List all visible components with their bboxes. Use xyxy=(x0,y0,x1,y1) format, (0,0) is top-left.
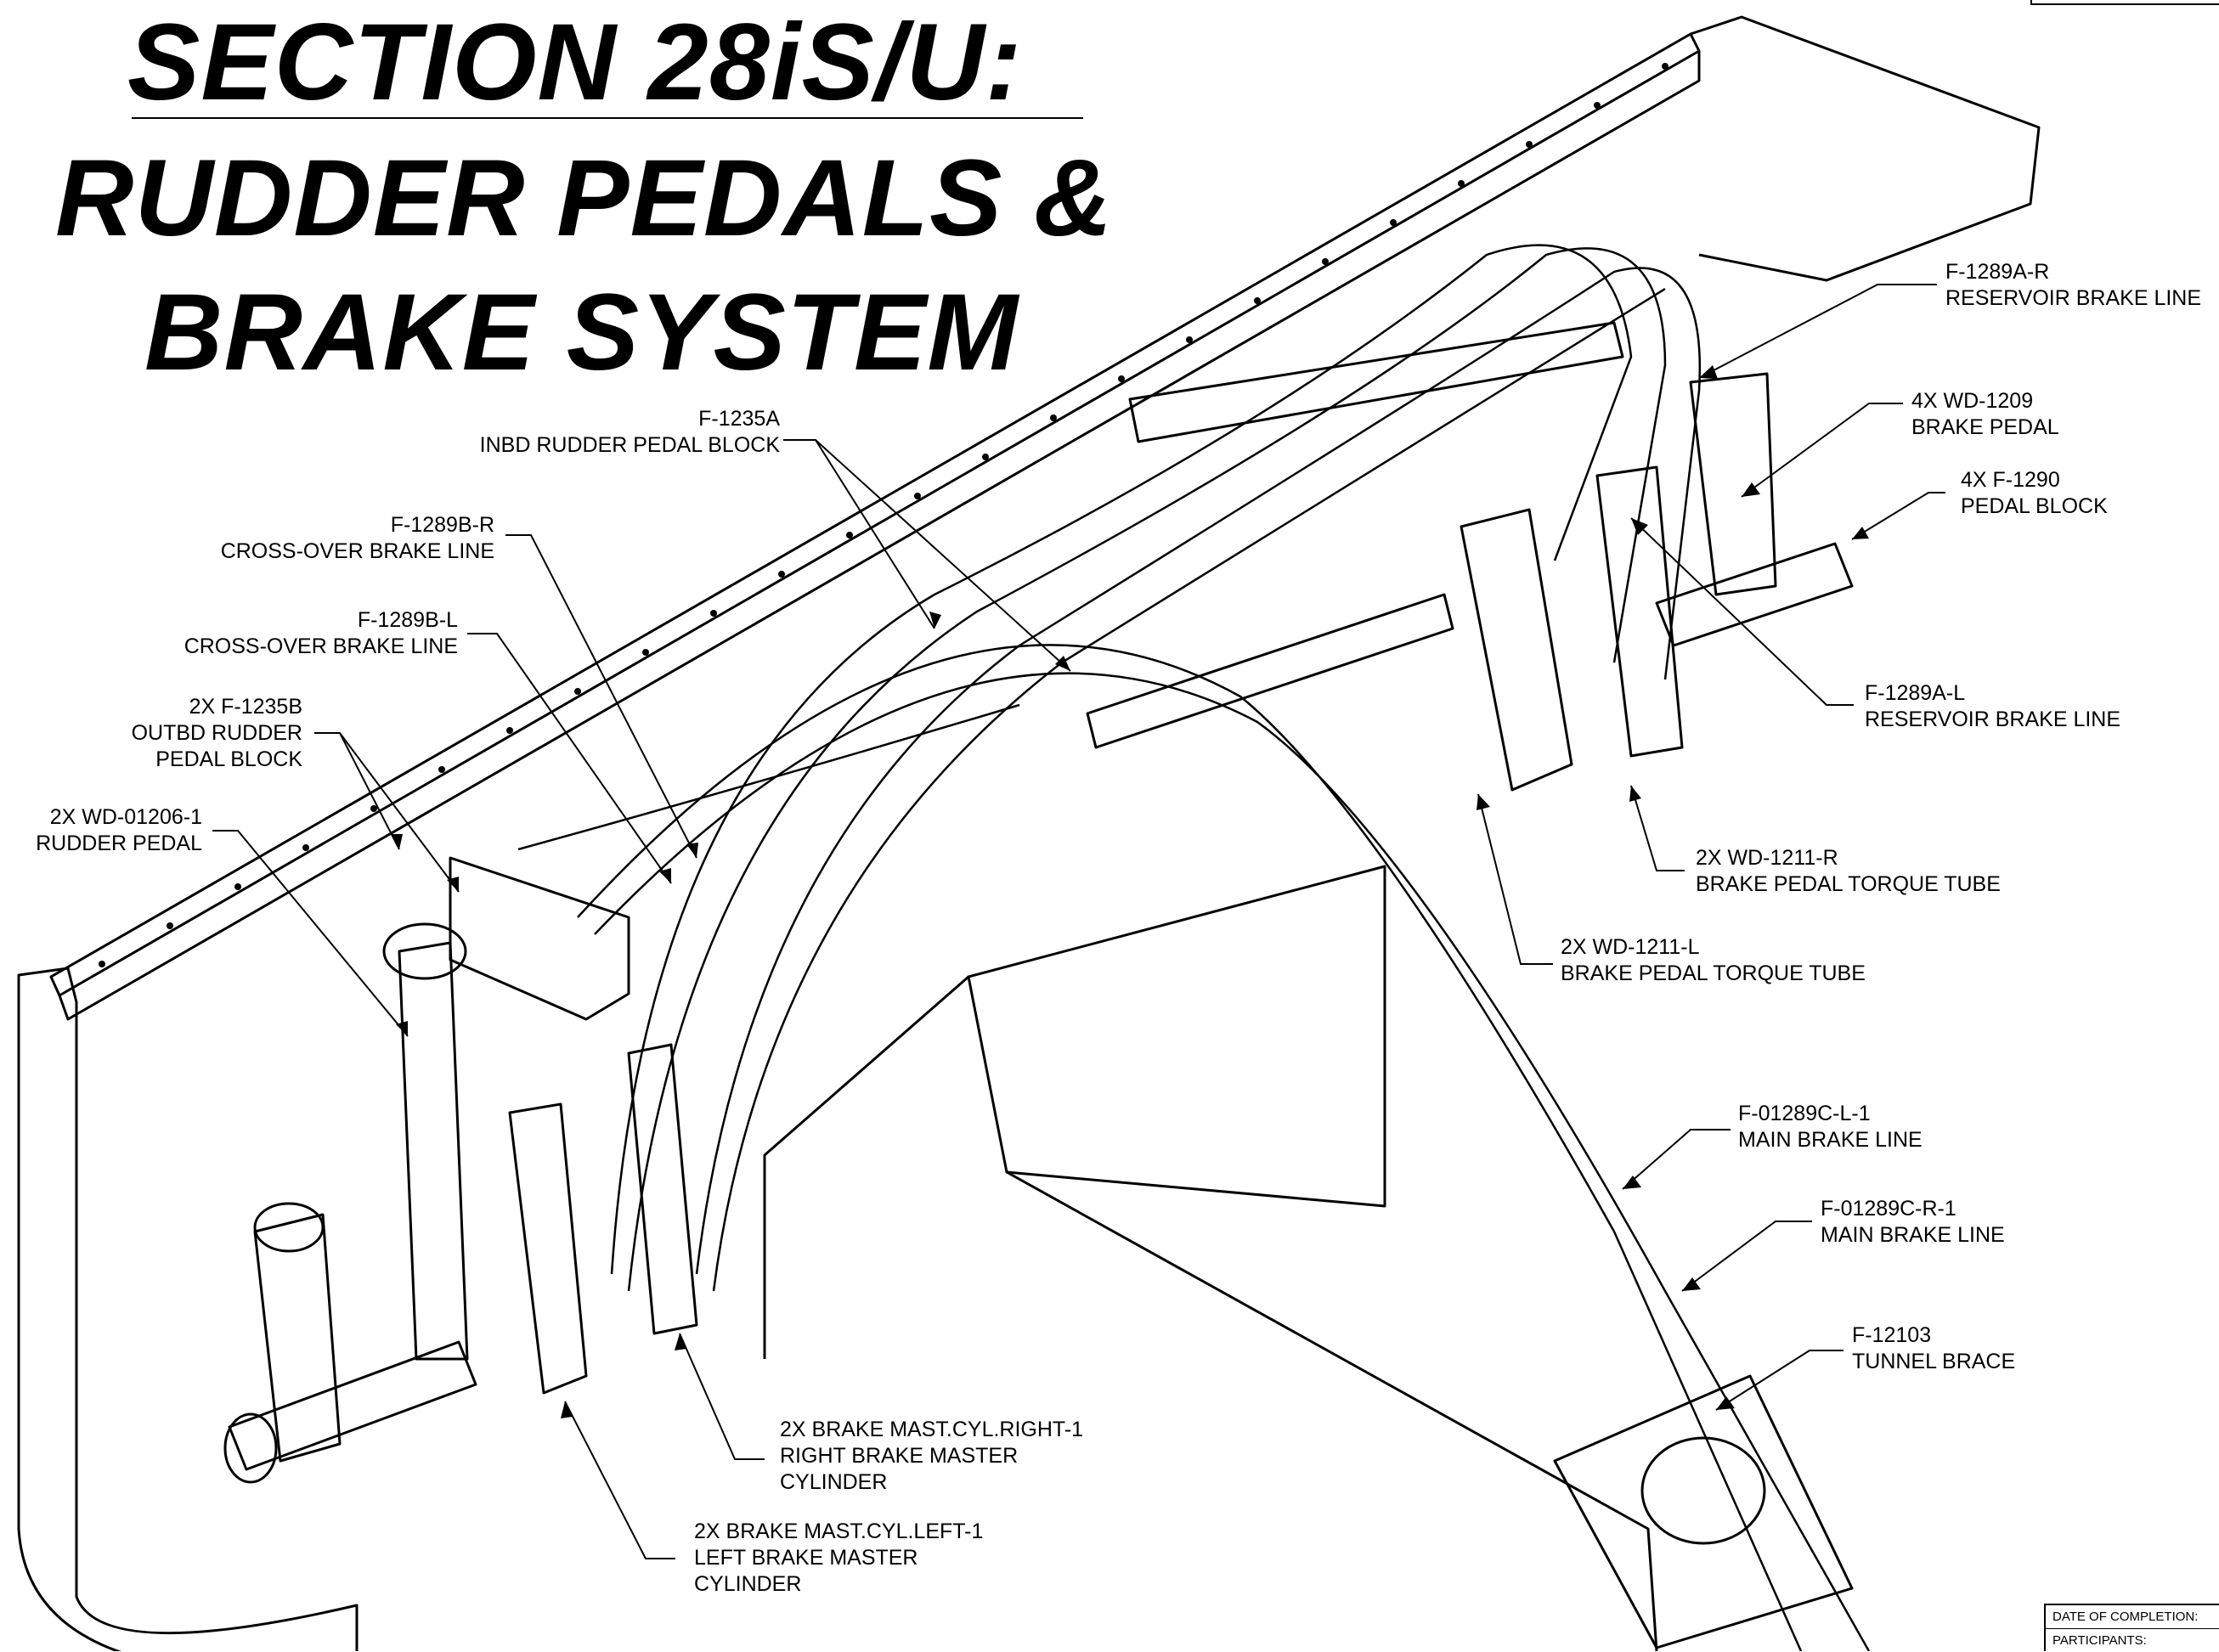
brake-line-d xyxy=(712,287,1666,1292)
callout-f1235a: F-1235A INBD RUDDER PEDAL BLOCK xyxy=(480,406,780,459)
callout-part-number: F-01289C-R-1 xyxy=(1821,1197,1956,1221)
rudder-pedal-left xyxy=(398,941,469,1361)
title-line-3: BRAKE SYSTEM xyxy=(144,272,1019,393)
title-rule xyxy=(132,117,1083,119)
callout-description: RIGHT BRAKE MASTER xyxy=(780,1444,1019,1468)
callout-part-number: 2X WD-01206-1 xyxy=(49,805,202,829)
master-cylinder-right xyxy=(627,1043,698,1335)
inbd-pedal-assembly xyxy=(1460,508,1573,792)
tunnel-side xyxy=(763,975,969,1359)
leader-f1289b-l xyxy=(467,633,672,884)
callout-wd1211-l: 2X WD-1211-L BRAKE PEDAL TORQUE TUBE xyxy=(1561,934,1866,987)
callout-description: RESERVOIR BRAKE LINE xyxy=(1865,708,2121,731)
callout-description: LEFT BRAKE MASTER xyxy=(694,1546,918,1570)
callout-part-number: F-1289A-R xyxy=(1945,260,2050,284)
callout-description: MAIN BRAKE LINE xyxy=(1738,1128,1923,1152)
tunnel-floor xyxy=(1006,1170,1658,1651)
callout-description: CROSS-OVER BRAKE LINE xyxy=(220,539,494,563)
tunnel-brace-hole xyxy=(1640,1436,1766,1545)
callout-wd1209: 4X WD-1209 BRAKE PEDAL xyxy=(1911,388,2059,441)
callout-mastcyl-right: 2X BRAKE MAST.CYL.RIGHT-1 RIGHT BRAKE MA… xyxy=(780,1417,1083,1496)
callout-f1289b-r: F-1289B-R CROSS-OVER BRAKE LINE xyxy=(221,512,494,565)
callout-description: MAIN BRAKE LINE xyxy=(1821,1223,2005,1247)
callout-part-number: 2X BRAKE MAST.CYL.LEFT-1 xyxy=(694,1520,984,1543)
callout-description: RUDDER PEDAL xyxy=(36,832,202,855)
callout-wd01206: 2X WD-01206-1 RUDDER PEDAL xyxy=(36,804,202,857)
outbd-pedal-block xyxy=(449,856,630,1021)
callout-part-number: F-1289B-R xyxy=(390,513,494,537)
callout-description: BRAKE PEDAL TORQUE TUBE xyxy=(1561,961,1866,985)
callout-f1289a-l: F-1289A-L RESERVOIR BRAKE LINE xyxy=(1865,680,2120,733)
callout-description: BRAKE PEDAL xyxy=(1911,415,2059,439)
main-brake-line-r xyxy=(594,672,1871,1651)
leader-f01289c-r xyxy=(1681,1221,1812,1292)
callout-description: OUTBD RUDDER xyxy=(131,721,302,745)
leader-f12103 xyxy=(1715,1350,1844,1411)
date-of-completion-label: DATE OF COMPLETION: xyxy=(2046,1605,2219,1629)
cross-over-line xyxy=(517,703,1020,851)
leader-f1289a-l xyxy=(1630,517,1854,706)
callout-description: INBD RUDDER PEDAL BLOCK xyxy=(479,433,780,457)
signoff-box: DATE OF COMPLETION: PARTICIPANTS: xyxy=(2044,1604,2219,1651)
callout-part-number: F-1289B-L xyxy=(357,608,458,632)
leader-wd1211-r xyxy=(1630,785,1685,871)
main-brake-line-l xyxy=(577,644,1803,1651)
border-corner-mark xyxy=(2030,0,2219,5)
callout-part-number: 2X WD-1211-R xyxy=(1696,846,1838,870)
brake-line-a xyxy=(610,244,1633,1275)
callout-part-number: F-01289C-L-1 xyxy=(1738,1102,1871,1125)
leader-f1290 xyxy=(1851,492,1945,540)
callout-description: CROSS-OVER BRAKE LINE xyxy=(184,634,458,658)
callout-f01289c-l: F-01289C-L-1 MAIN BRAKE LINE xyxy=(1738,1101,1923,1153)
tunnel-brace xyxy=(1553,1374,1854,1649)
callout-part-number: F-1289A-L xyxy=(1865,681,1966,705)
leader-wd1211-l xyxy=(1477,793,1553,965)
callout-wd1211-r: 2X WD-1211-R BRAKE PEDAL TORQUE TUBE xyxy=(1696,845,2001,898)
callout-description-cont: PEDAL BLOCK xyxy=(155,747,302,771)
callout-f12103: F-12103 TUNNEL BRACE xyxy=(1852,1322,2015,1375)
callout-part-number: 2X BRAKE MAST.CYL.RIGHT-1 xyxy=(780,1418,1084,1441)
callout-part-number: 4X WD-1209 xyxy=(1911,389,2034,413)
callout-part-number: 2X F-1235B xyxy=(189,695,302,719)
callout-description-cont: CYLINDER xyxy=(694,1572,802,1596)
tunnel-top-plate xyxy=(1690,15,2041,282)
leader-wd01206 xyxy=(212,830,409,1037)
leader-mastcyl-left xyxy=(564,1401,675,1559)
callout-part-number: F-1235A xyxy=(698,407,780,431)
callout-description: PEDAL BLOCK xyxy=(1961,494,2108,518)
leader-f1289b-r xyxy=(505,534,697,859)
participants-label: PARTICIPANTS: xyxy=(2052,1633,2147,1648)
callout-part-number: 4X F-1290 xyxy=(1961,468,2060,492)
callout-f1290: 4X F-1290 PEDAL BLOCK xyxy=(1961,467,2108,520)
center-panel xyxy=(967,865,1386,1208)
torque-tube xyxy=(1128,321,1624,443)
leader-f01289c-l xyxy=(1622,1129,1731,1190)
master-cylinder-left xyxy=(508,1102,588,1395)
callout-f1289a-r: F-1289A-R RESERVOIR BRAKE LINE xyxy=(1945,259,2201,312)
callout-description: BRAKE PEDAL TORQUE TUBE xyxy=(1696,872,2001,896)
brake-line-c xyxy=(695,267,1702,1275)
brake-line-b xyxy=(627,247,1667,1292)
callout-mastcyl-left: 2X BRAKE MAST.CYL.LEFT-1 LEFT BRAKE MAST… xyxy=(694,1519,983,1598)
left-end-plate xyxy=(17,967,359,1651)
callout-description: TUNNEL BRACE xyxy=(1852,1350,2016,1373)
callout-part-number: F-12103 xyxy=(1852,1323,1932,1347)
callout-f1289b-l: F-1289B-L CROSS-OVER BRAKE LINE xyxy=(184,607,458,660)
title-line-2: RUDDER PEDALS & xyxy=(55,138,1114,259)
leader-f1289a-r xyxy=(1698,284,1937,379)
top-spar-lower xyxy=(58,51,1701,1021)
title-line-1: SECTION 28iS/U: xyxy=(127,2,1023,123)
leader-wd1209 xyxy=(1741,403,1903,498)
callout-f1235b: 2X F-1235B OUTBD RUDDER PEDAL BLOCK xyxy=(132,694,302,773)
callout-f01289c-r: F-01289C-R-1 MAIN BRAKE LINE xyxy=(1821,1196,2005,1249)
callout-part-number: 2X WD-1211-L xyxy=(1561,935,1700,959)
leader-mastcyl-right xyxy=(679,1333,765,1460)
callout-description: RESERVOIR BRAKE LINE xyxy=(1945,286,2202,310)
callout-description-cont: CYLINDER xyxy=(780,1470,888,1494)
